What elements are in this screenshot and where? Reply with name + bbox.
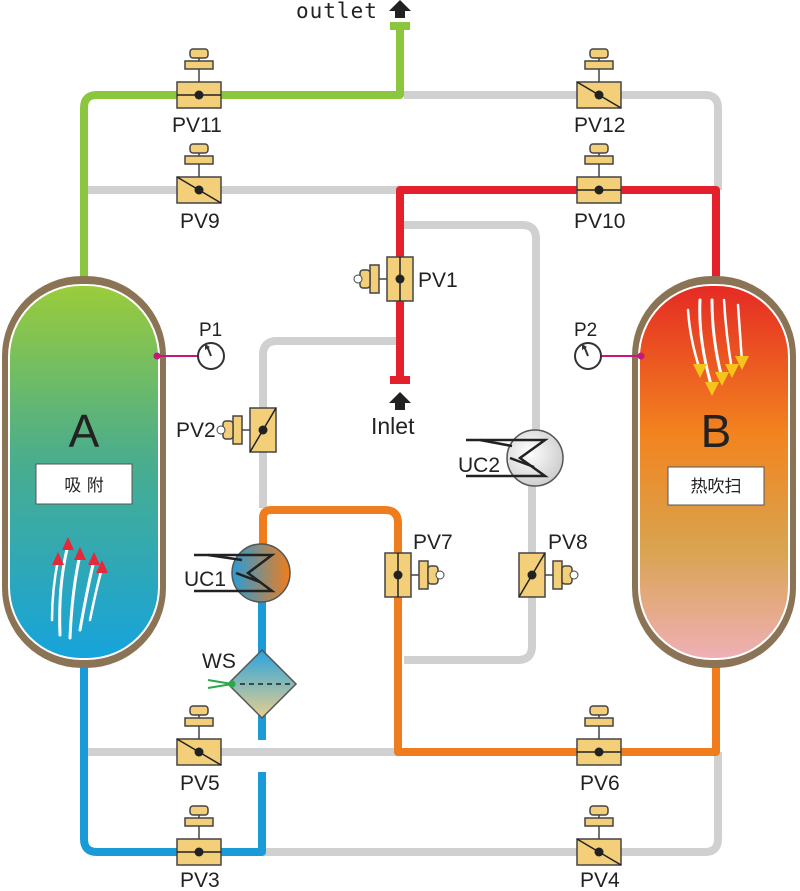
valve-pv2[interactable] xyxy=(216,407,277,453)
inlet-label: Inlet xyxy=(371,413,415,439)
pipe-pv2-line xyxy=(259,337,404,508)
valve-pv11[interactable] xyxy=(176,48,222,109)
pv9-label: PV9 xyxy=(180,210,220,233)
pv4-label: PV4 xyxy=(580,869,620,891)
pv2-label: PV2 xyxy=(176,419,216,442)
pipe-blue-left xyxy=(80,665,266,856)
pv5-label: PV5 xyxy=(180,772,220,795)
uc1-label: UC1 xyxy=(184,568,226,591)
vessel-b-letter: B xyxy=(701,405,732,457)
pipe-green xyxy=(80,28,404,277)
valve-pv5[interactable] xyxy=(176,705,222,766)
valve-pv3[interactable] xyxy=(176,805,222,866)
vessel-b-mode: 热吹扫 xyxy=(691,477,742,497)
ws-label: WS xyxy=(202,650,236,673)
pv10-label: PV10 xyxy=(574,210,625,233)
valve-pv4[interactable] xyxy=(576,805,622,866)
cooler-uc2[interactable] xyxy=(466,429,564,487)
pv6-label: PV6 xyxy=(580,772,620,795)
valve-pv9[interactable] xyxy=(176,143,222,204)
inlet-cap xyxy=(390,376,410,384)
cooler-uc1[interactable] xyxy=(194,543,291,603)
outlet-label: outlet xyxy=(296,0,378,23)
heat-purge-arrows-icon xyxy=(686,298,749,396)
pv3-label: PV3 xyxy=(180,869,220,891)
pipe-uc2-lower xyxy=(404,486,536,664)
pipes xyxy=(80,28,722,856)
vessel-b-mode-box xyxy=(667,466,765,506)
gauge-p2-label: P2 xyxy=(574,320,597,341)
valve-pv8[interactable] xyxy=(518,552,579,598)
gauge-p1 xyxy=(153,342,225,370)
valve-pv7[interactable] xyxy=(384,552,445,598)
pv11-label: PV11 xyxy=(172,114,222,137)
pv1-label: PV1 xyxy=(418,269,458,292)
vessel-a[interactable] xyxy=(2,276,166,668)
inlet-arrow-icon xyxy=(389,392,411,410)
valve-pv12[interactable] xyxy=(576,48,622,109)
pv8-label: PV8 xyxy=(548,531,588,554)
outlet-arrow-icon xyxy=(389,0,411,18)
pipe-uc2-loop xyxy=(404,221,540,437)
gauge-p1-label: P1 xyxy=(199,320,222,341)
pv7-label: PV7 xyxy=(413,531,453,554)
valve-pv1[interactable] xyxy=(353,256,414,302)
valves xyxy=(176,48,622,866)
pipe-orange xyxy=(259,506,720,756)
outlet-cap xyxy=(390,22,410,30)
adsorption-arrows-icon xyxy=(50,537,108,640)
pipe-pv4-line xyxy=(264,752,722,856)
valve-pv6[interactable] xyxy=(576,705,622,766)
gauge-p2 xyxy=(574,342,645,370)
water-separator[interactable] xyxy=(207,648,298,720)
uc2-label: UC2 xyxy=(458,454,500,477)
vessel-a-letter: A xyxy=(69,405,100,457)
valve-pv10[interactable] xyxy=(576,143,622,204)
drain-icon xyxy=(207,679,236,689)
pv12-label: PV12 xyxy=(574,114,625,137)
vessel-a-mode-box xyxy=(35,463,133,505)
pipe-top-right xyxy=(404,91,722,190)
vessel-a-mode: 吸 附 xyxy=(64,476,103,496)
vessel-b[interactable] xyxy=(632,276,796,668)
